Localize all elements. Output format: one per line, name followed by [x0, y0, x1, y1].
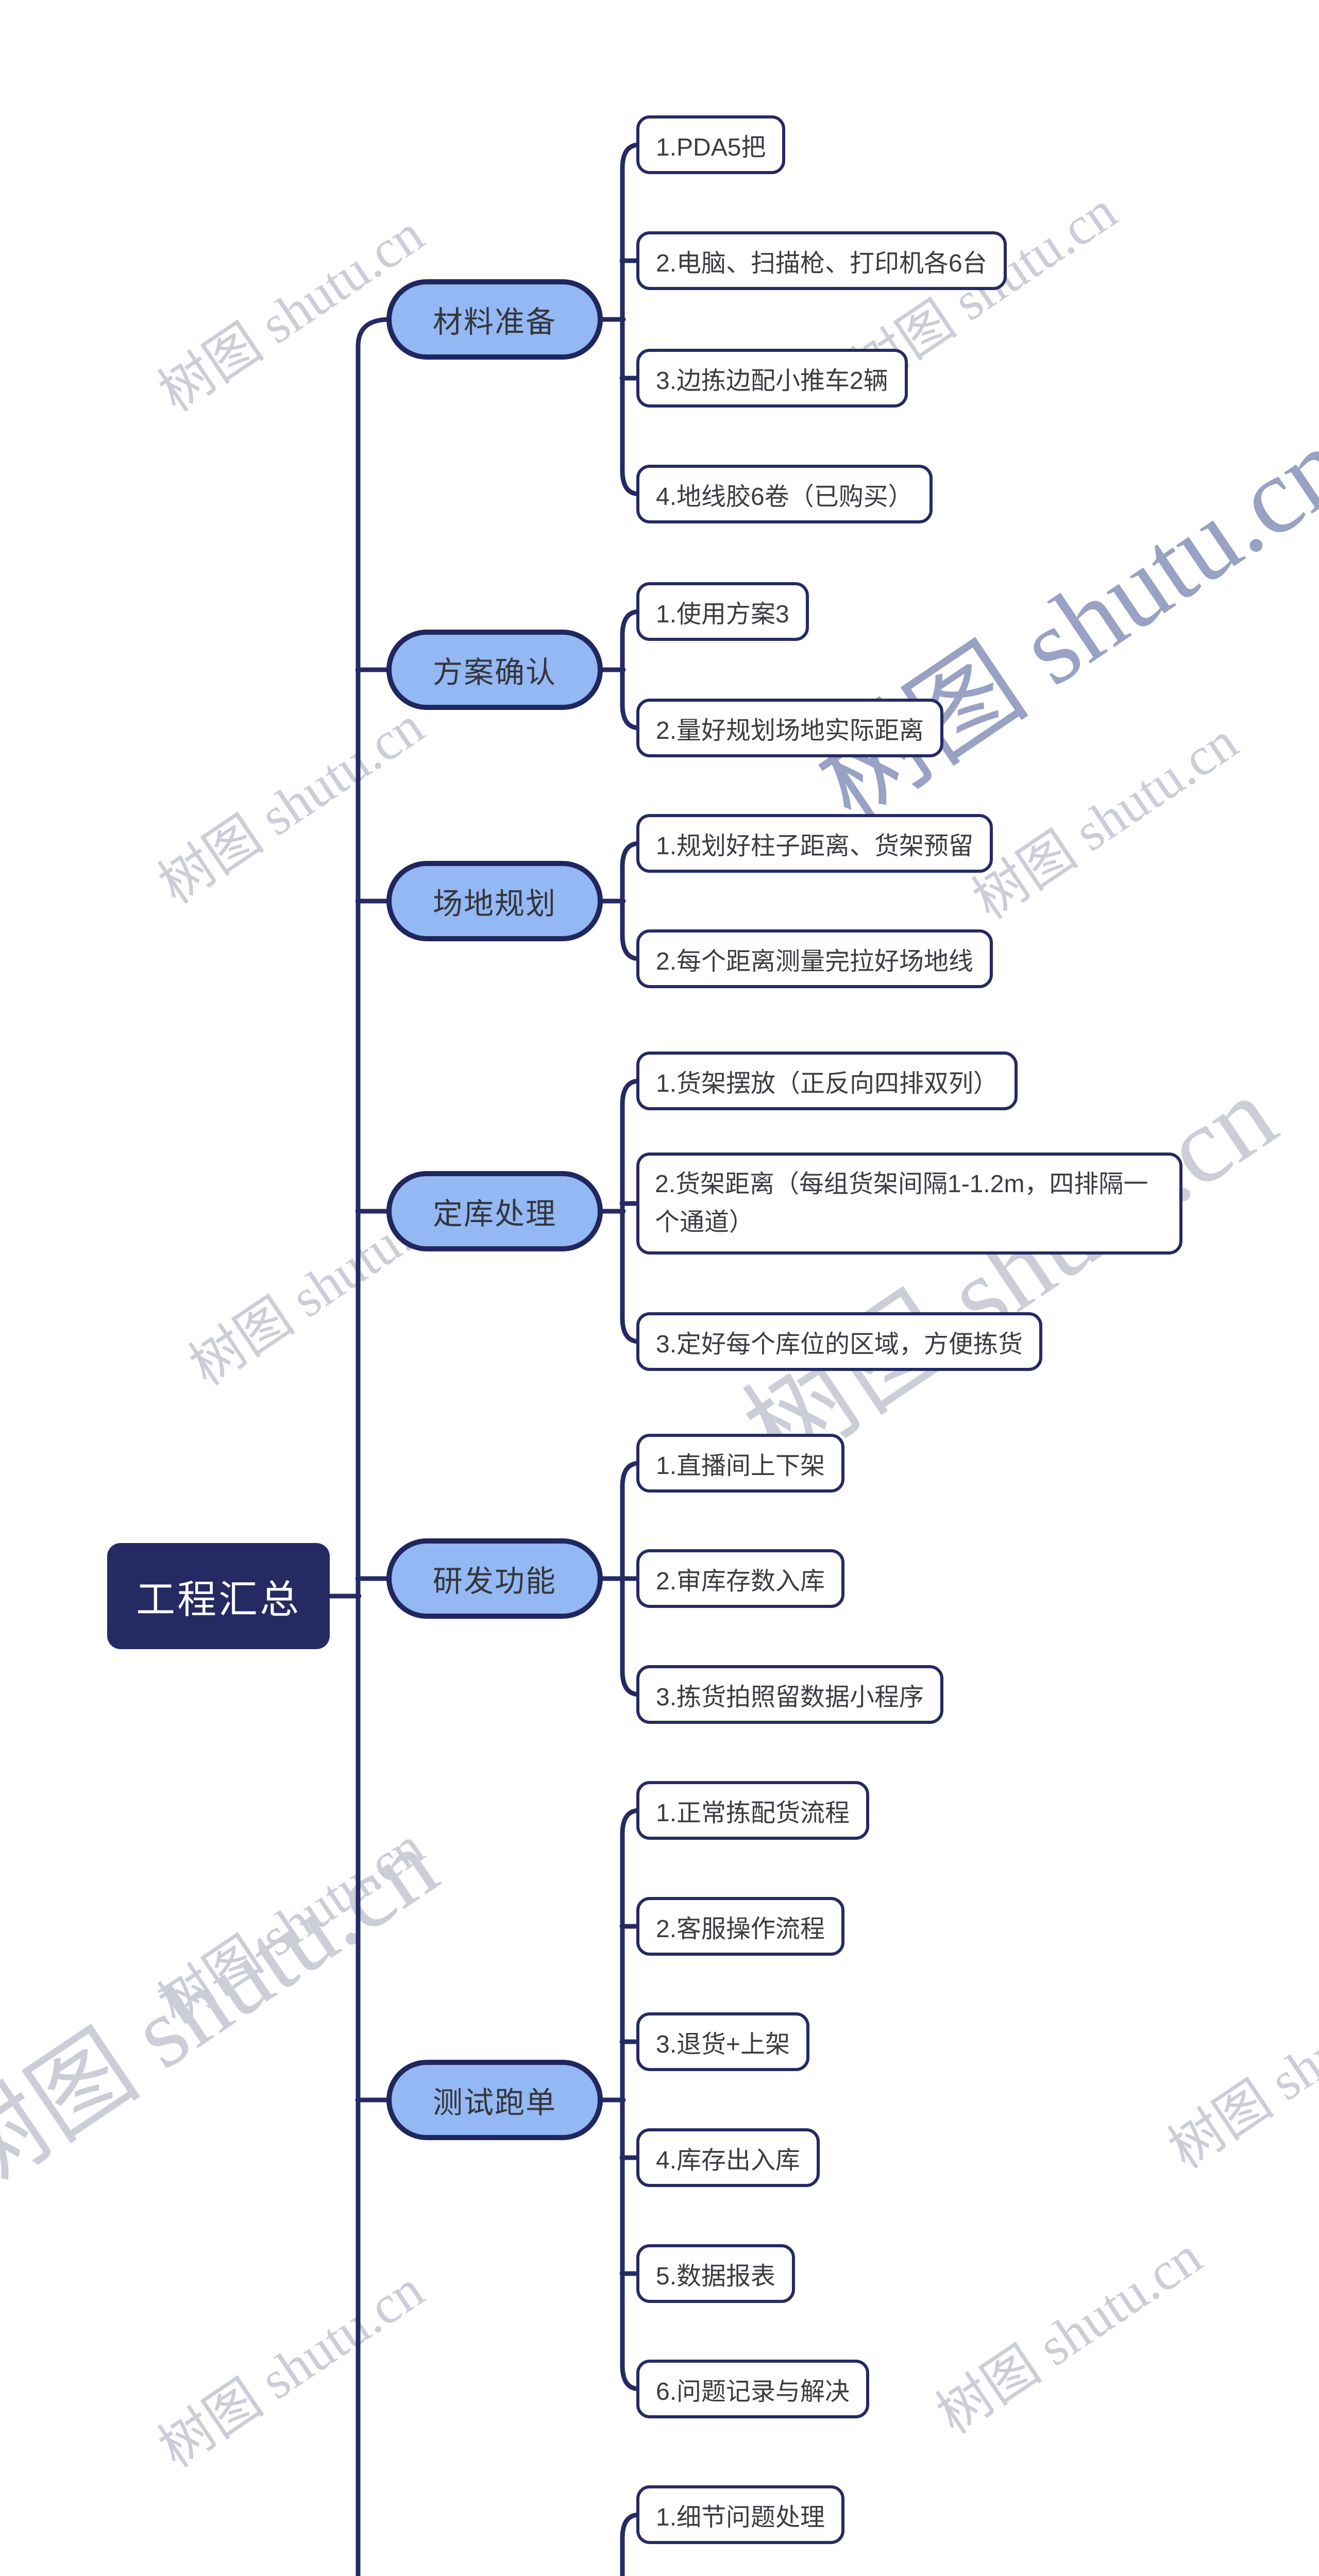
leaf-node[interactable]: 1.货架摆放（正反向四排双列） [636, 1052, 1018, 1110]
root-node[interactable]: 工程汇总 [107, 1543, 330, 1649]
leaf-node[interactable]: 1.使用方案3 [636, 582, 809, 641]
branch-node[interactable]: 测试跑单 [386, 2060, 603, 2140]
leaf-node[interactable]: 1.PDA5把 [636, 115, 786, 174]
leaf-node[interactable]: 3.退货+上架 [636, 2012, 810, 2071]
branch-node[interactable]: 场地规划 [386, 861, 603, 941]
leaf-node[interactable]: 3.边拣边配小推车2辆 [636, 349, 908, 408]
leaf-node[interactable]: 2.量好规划场地实际距离 [636, 699, 944, 757]
leaf-node[interactable]: 6.问题记录与解决 [636, 2360, 870, 2418]
branch-node[interactable]: 方案确认 [386, 630, 603, 710]
leaf-node[interactable]: 3.拣货拍照留数据小程序 [636, 1665, 944, 1724]
branch-node[interactable]: 材料准备 [386, 279, 603, 360]
leaf-node[interactable]: 3.定好每个库位的区域，方便拣货 [636, 1312, 1043, 1371]
leaf-node[interactable]: 4.地线胶6卷（已购买） [636, 465, 933, 523]
branch-node[interactable]: 研发功能 [386, 1538, 603, 1619]
leaf-node[interactable]: 5.数据报表 [636, 2244, 796, 2303]
leaf-node[interactable]: 4.库存出入库 [636, 2128, 820, 2187]
leaf-node[interactable]: 2.货架距离（每组货架间隔1-1.2m，四排隔一个通道） [636, 1153, 1182, 1255]
leaf-node[interactable]: 2.客服操作流程 [636, 1897, 845, 1956]
branch-node[interactable]: 定库处理 [386, 1171, 603, 1251]
leaf-node[interactable]: 1.直播间上下架 [636, 1434, 845, 1493]
leaf-node[interactable]: 1.细节问题处理 [636, 2485, 845, 2544]
leaf-node[interactable]: 2.审库存数入库 [636, 1549, 845, 1608]
leaf-node[interactable]: 2.每个距离测量完拉好场地线 [636, 929, 993, 988]
leaf-node[interactable]: 1.正常拣配货流程 [636, 1781, 870, 1840]
leaf-node[interactable]: 2.电脑、扫描枪、打印机各6台 [636, 231, 1007, 290]
leaf-node[interactable]: 1.规划好柱子距离、货架预留 [636, 814, 993, 873]
